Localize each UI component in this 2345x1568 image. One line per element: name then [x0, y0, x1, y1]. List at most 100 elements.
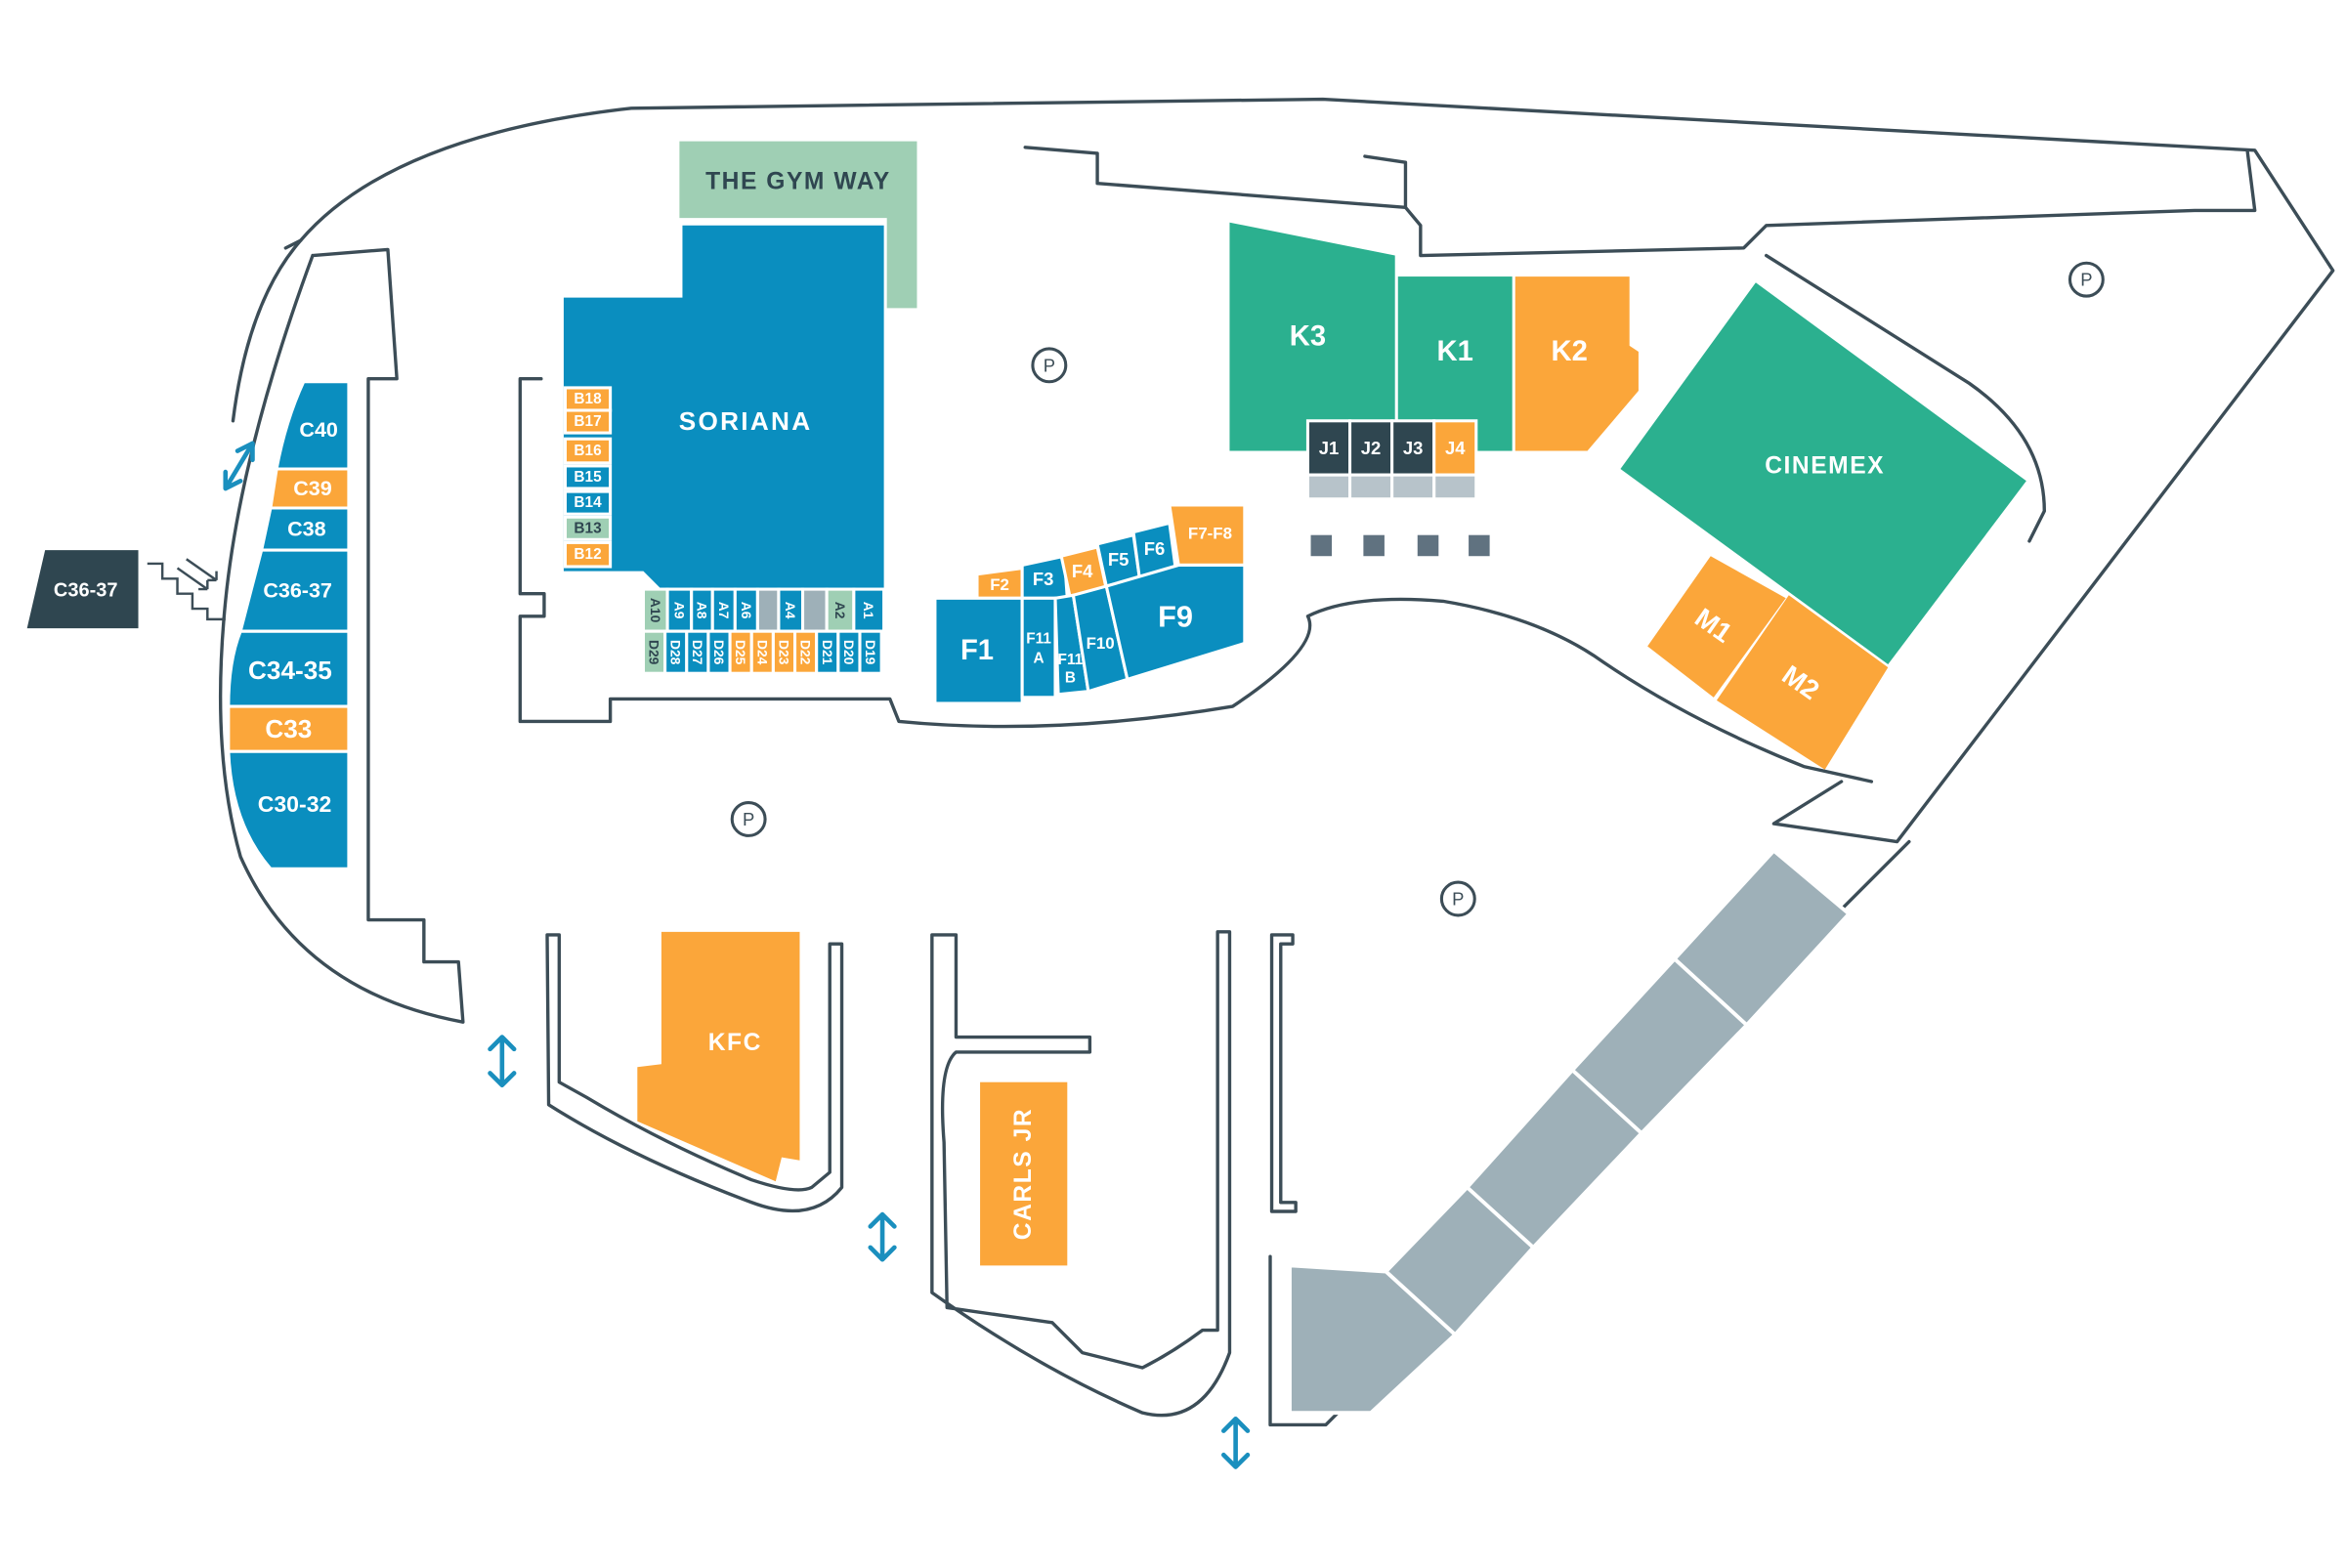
gym-label: THE GYM WAY: [705, 169, 891, 195]
d-unit-label: D26: [711, 640, 727, 665]
j-unit[interactable]: J4: [1432, 419, 1478, 501]
b-unit[interactable]: B14: [563, 489, 613, 516]
f3-unit[interactable]: F3: [1020, 554, 1069, 600]
kfc-store[interactable]: KFC: [637, 931, 800, 1182]
access-arrow-icon: [488, 1035, 517, 1088]
m2-store[interactable]: M2: [1716, 595, 1889, 770]
b-unit-block: [563, 437, 613, 465]
j-unit-annex: [1390, 473, 1436, 501]
parking-label-1: P: [1044, 355, 1055, 375]
c3637-label: C36-37: [263, 579, 332, 603]
d-unit[interactable]: D26: [706, 629, 732, 675]
a-unit[interactable]: A6: [733, 587, 759, 633]
d-unit[interactable]: D20: [836, 629, 862, 675]
k3-label: K3: [1290, 321, 1326, 353]
j-unit[interactable]: J2: [1348, 419, 1394, 501]
j-unit-block: [1348, 419, 1394, 477]
gym-store[interactable]: THE GYM WAY: [679, 141, 917, 309]
b-unit[interactable]: B18: [563, 386, 613, 412]
d-unit[interactable]: D27: [685, 629, 710, 675]
f9-unit[interactable]: F9: [1104, 563, 1247, 682]
f2-unit[interactable]: F2: [975, 566, 1024, 600]
c-strip: C40 C39 C38 C36-37 C34-35 C33 C30-32: [227, 380, 351, 870]
c3435-label: C34-35: [248, 656, 332, 685]
a-unit-block: [665, 587, 694, 633]
soriana-block: [518, 377, 1874, 784]
a-unit[interactable]: A7: [710, 587, 737, 633]
outer-boundary-left-top: [283, 238, 303, 250]
d-unit-label: D28: [668, 640, 684, 665]
carls-store[interactable]: CARLS JR: [980, 1081, 1068, 1266]
b-unit-label: B13: [574, 520, 601, 536]
b-unit[interactable]: B15: [563, 464, 613, 490]
f5-label: F5: [1108, 549, 1130, 570]
c38-unit[interactable]: C38: [259, 506, 351, 552]
c39-unit[interactable]: C39: [269, 467, 351, 510]
a-unit[interactable]: A10: [641, 587, 669, 633]
access-arrow-icon: [223, 441, 255, 491]
a-unit[interactable]: [801, 587, 829, 633]
external-c3637[interactable]: C36-37: [26, 550, 139, 629]
carls-lot: [930, 930, 1232, 1418]
j-unit[interactable]: J3: [1390, 419, 1436, 501]
d-unit[interactable]: D25: [728, 629, 753, 675]
f7f8-label: F7-F8: [1188, 525, 1232, 543]
j-unit[interactable]: J1: [1305, 419, 1352, 501]
b-unit[interactable]: B16: [563, 437, 613, 465]
c3435-unit[interactable]: C34-35: [227, 629, 351, 708]
m1-store[interactable]: M1: [1647, 556, 1786, 698]
outer-boundary: [231, 97, 2335, 844]
a-unit[interactable]: A2: [825, 587, 856, 633]
b-unit[interactable]: B12: [563, 540, 613, 569]
a-unit-label: A6: [739, 602, 754, 619]
a-unit-label: A7: [716, 602, 732, 619]
mall-outlines: [218, 97, 2335, 1427]
carls-label: CARLS JR: [1010, 1108, 1037, 1240]
j-unit-label: J1: [1319, 438, 1340, 458]
b-unit-label: B15: [574, 469, 602, 486]
c33-unit[interactable]: C33: [227, 704, 351, 753]
soriana-label: SORIANA: [679, 406, 813, 436]
f7f8-unit[interactable]: F7-F8: [1168, 503, 1247, 567]
d-unit[interactable]: D24: [749, 629, 775, 675]
f6-label: F6: [1144, 538, 1166, 559]
d-unit[interactable]: D19: [858, 629, 883, 675]
parking-sign: P: [730, 801, 767, 837]
a-unit-block: [801, 587, 829, 633]
d-unit[interactable]: D21: [815, 629, 840, 675]
b-unit-block: [563, 515, 613, 541]
a-unit[interactable]: A1: [852, 587, 886, 633]
f11a-unit[interactable]: F11 A: [1020, 596, 1057, 699]
d-unit[interactable]: D29: [641, 629, 667, 675]
a-unit[interactable]: A9: [665, 587, 694, 633]
b-unit[interactable]: B13: [563, 515, 613, 541]
a-unit[interactable]: A8: [690, 587, 714, 633]
d-unit-block: [858, 629, 883, 675]
c3032-unit[interactable]: C30-32: [227, 749, 351, 870]
d-unit[interactable]: D22: [792, 629, 819, 675]
k2-store[interactable]: K2: [1514, 276, 1639, 451]
cinemex-store[interactable]: CINEMEX: [1620, 282, 2026, 664]
c39-label: C39: [293, 477, 332, 500]
f1-unit[interactable]: F1: [933, 596, 1024, 705]
d-unit-label: D22: [798, 640, 814, 665]
f4-label: F4: [1072, 561, 1093, 581]
c3637-unit[interactable]: C36-37: [238, 548, 351, 633]
f11b-unit[interactable]: F11 B: [1053, 593, 1090, 697]
f11a-label-2: A: [1034, 650, 1045, 666]
b-unit-label: B16: [574, 443, 601, 459]
d-unit[interactable]: D23: [771, 629, 797, 675]
a-unit[interactable]: [755, 587, 781, 633]
c40-unit[interactable]: C40: [275, 380, 351, 471]
k3-store[interactable]: K3: [1229, 222, 1395, 451]
soriana-store[interactable]: SORIANA: [563, 225, 884, 590]
kfc-lot: [545, 933, 844, 1213]
d-unit[interactable]: D28: [663, 629, 689, 675]
j-unit-annex: [1305, 473, 1352, 501]
a-unit[interactable]: A4: [777, 587, 805, 633]
b-unit[interactable]: B17: [563, 408, 613, 435]
f10-label: F10: [1087, 634, 1115, 653]
